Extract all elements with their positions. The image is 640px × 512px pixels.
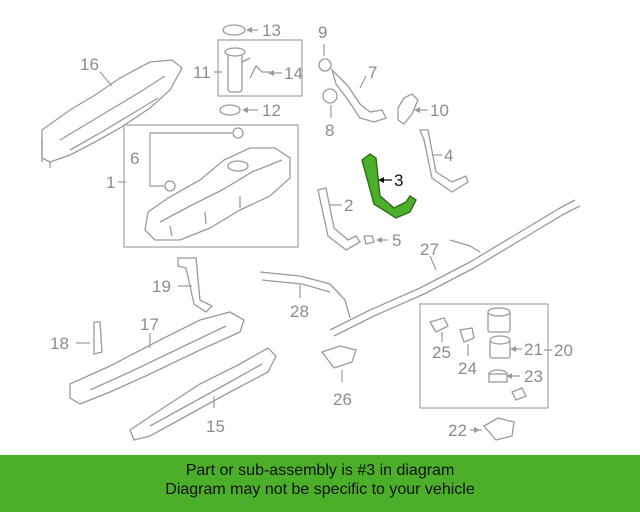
callout-2: 2 <box>344 196 353 215</box>
part-9-cap <box>318 58 332 72</box>
callout-27: 27 <box>420 240 439 259</box>
part-17-skid-plate <box>69 311 245 405</box>
callout-1: 1 <box>106 173 115 192</box>
part-24-fitting <box>459 327 475 343</box>
callout-11: 11 <box>193 63 211 82</box>
callout-21: 21 <box>524 340 543 359</box>
box-fuel-pump <box>217 39 303 97</box>
part-10-bracket <box>397 93 419 125</box>
part-26-module <box>320 345 357 369</box>
part-7-filler-pipe <box>330 67 387 123</box>
leader-6 <box>149 132 232 187</box>
arrow-14 <box>268 70 274 76</box>
callout-5: 5 <box>392 231 401 250</box>
part-14-sender <box>249 64 270 79</box>
part-27-fuel-lines <box>329 199 581 337</box>
box-filter-assembly <box>419 303 549 409</box>
part-25-connector <box>429 317 449 333</box>
part-6-valve-upper <box>232 127 244 139</box>
callout-13: 13 <box>262 21 281 40</box>
arrow-10 <box>414 107 420 113</box>
callout-20: 20 <box>554 341 573 360</box>
callout-3: 3 <box>394 171 403 190</box>
callout-10: 10 <box>430 101 449 120</box>
notice-banner: Part or sub-assembly is #3 in diagram Di… <box>0 455 640 512</box>
callout-22: 22 <box>448 421 467 440</box>
callout-23: 23 <box>524 367 543 386</box>
callout-19: 19 <box>152 277 171 296</box>
arrow-3 <box>378 177 384 183</box>
part-filter-housing <box>487 307 511 333</box>
arrow-22 <box>474 427 480 433</box>
leader-16 <box>99 71 113 87</box>
part-13-lock-ring <box>222 24 246 36</box>
callout-24: 24 <box>458 359 477 378</box>
arrow-23 <box>506 373 512 379</box>
part-6-valve-lower <box>164 180 176 192</box>
part-28-harness <box>259 271 351 319</box>
notice-line-2: Diagram may not be specific to your vehi… <box>165 481 475 498</box>
callout-15: 15 <box>206 417 225 436</box>
callout-7: 7 <box>368 63 377 82</box>
callout-12: 12 <box>262 101 281 120</box>
callout-26: 26 <box>333 390 352 409</box>
callout-17: 17 <box>140 315 159 334</box>
callout-25: 25 <box>432 343 451 362</box>
arrow-21 <box>510 346 516 352</box>
callout-14: 14 <box>284 64 303 83</box>
callout-4: 4 <box>444 146 453 165</box>
callout-9: 9 <box>318 23 327 42</box>
part-16-skid-plate <box>41 59 183 168</box>
part-18-bracket <box>93 321 103 355</box>
part-12-seal <box>219 104 241 116</box>
part-15-shield <box>129 347 277 441</box>
callout-28: 28 <box>290 302 309 321</box>
part-2-strap <box>317 187 361 251</box>
part-23-seal <box>488 369 527 401</box>
callout-6: 6 <box>130 149 139 168</box>
leader-7 <box>359 75 367 89</box>
part-3-strap-highlighted <box>361 153 417 219</box>
part-22-fitting <box>482 417 515 441</box>
arrow-5 <box>376 237 382 243</box>
parts-diagram: 16 14 11 13 12 6 1 9 7 8 <box>41 21 581 441</box>
part-11-fuel-pump <box>224 47 251 93</box>
callout-8: 8 <box>325 121 334 140</box>
callout-16: 16 <box>80 55 99 74</box>
part-1-fuel-tank <box>144 147 291 241</box>
leader-27 <box>429 255 437 271</box>
arrow-12 <box>242 107 248 113</box>
notice-line-1: Part or sub-assembly is #3 in diagram <box>185 462 455 479</box>
part-19-bracket <box>177 257 214 313</box>
part-4-strap <box>419 129 469 193</box>
part-8-cap <box>322 88 338 104</box>
callout-18: 18 <box>50 334 69 353</box>
arrow-13 <box>246 27 252 33</box>
part-5-bolt <box>363 235 375 245</box>
box-fuel-tank <box>123 124 299 248</box>
part-21-filter <box>489 335 511 359</box>
